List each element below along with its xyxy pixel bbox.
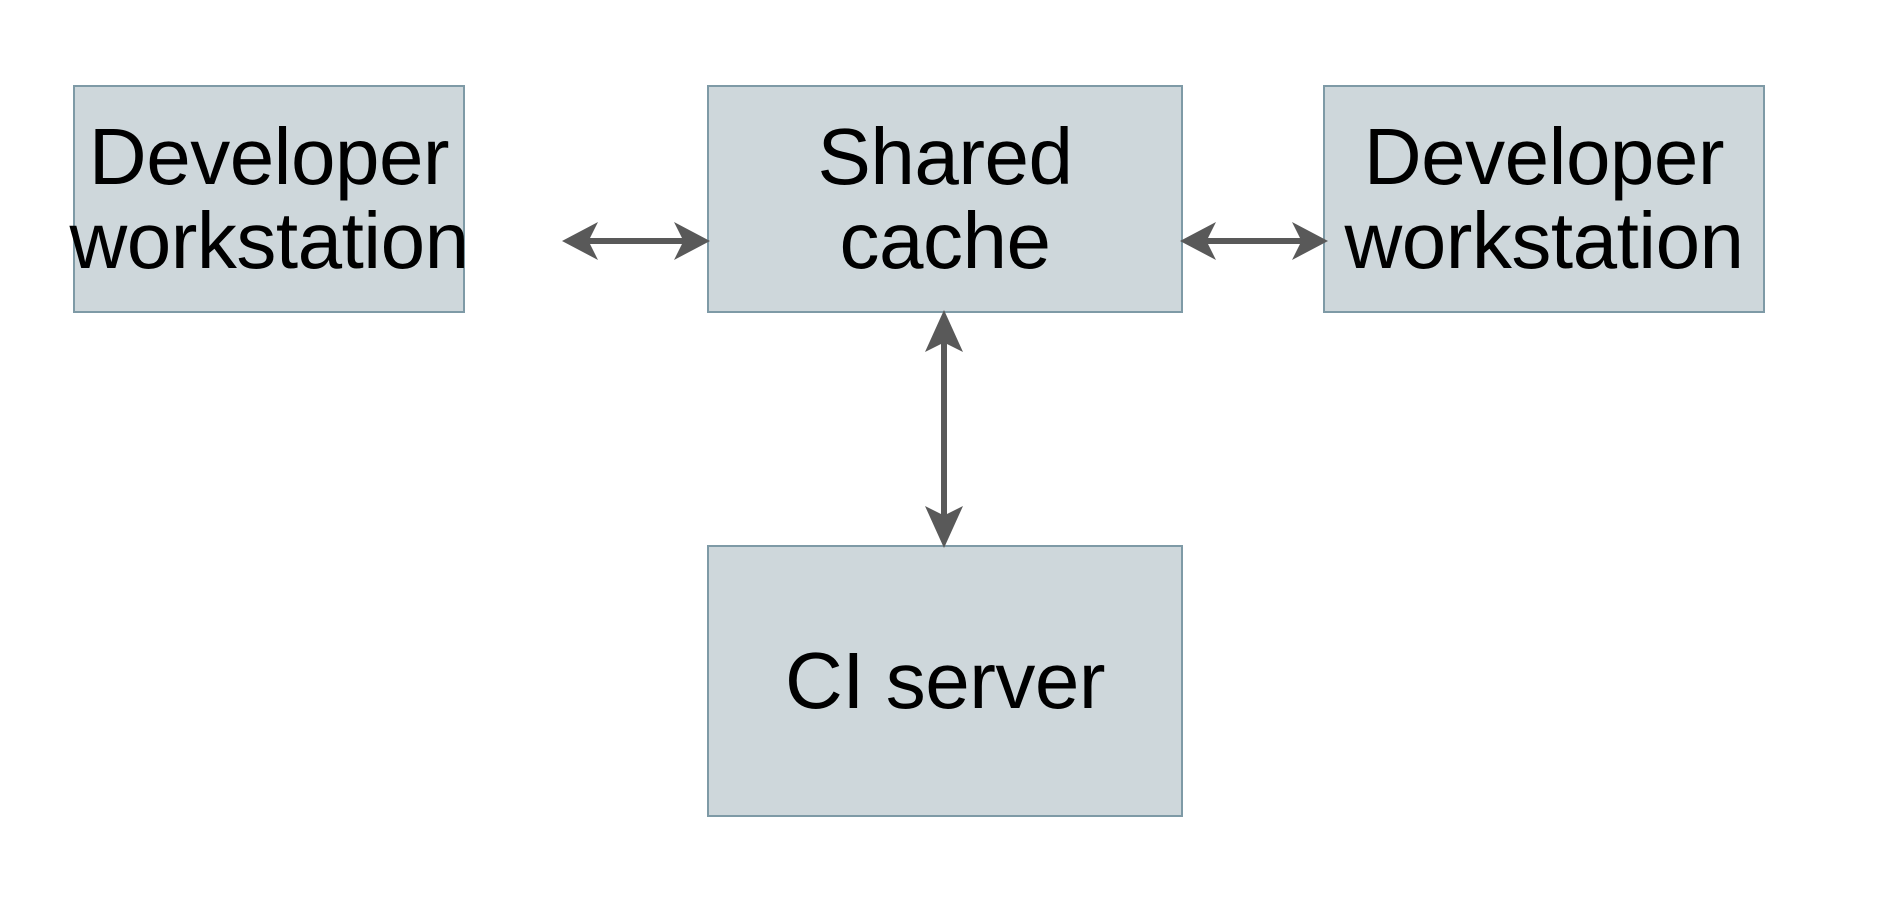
node-label: Developer workstation bbox=[1344, 112, 1744, 285]
edge-developer-left-to-shared-cache[interactable] bbox=[560, 210, 712, 272]
double-headed-arrow-icon bbox=[925, 310, 963, 548]
double-headed-arrow-icon bbox=[1180, 222, 1328, 260]
node-label: CI server bbox=[785, 636, 1106, 725]
node-label: Shared cache bbox=[817, 112, 1073, 285]
edge-shared-cache-to-developer-right[interactable] bbox=[1178, 210, 1330, 272]
node-shared-cache[interactable]: Shared cache bbox=[707, 85, 1183, 313]
double-headed-arrow-icon bbox=[562, 222, 710, 260]
edge-shared-cache-to-ci-server[interactable] bbox=[913, 308, 975, 550]
node-developer-workstation-right[interactable]: Developer workstation bbox=[1323, 85, 1765, 313]
node-label: Developer workstation bbox=[69, 112, 469, 285]
node-developer-workstation-left[interactable]: Developer workstation bbox=[69, 85, 469, 313]
node-ci-server[interactable]: CI server bbox=[707, 545, 1183, 817]
